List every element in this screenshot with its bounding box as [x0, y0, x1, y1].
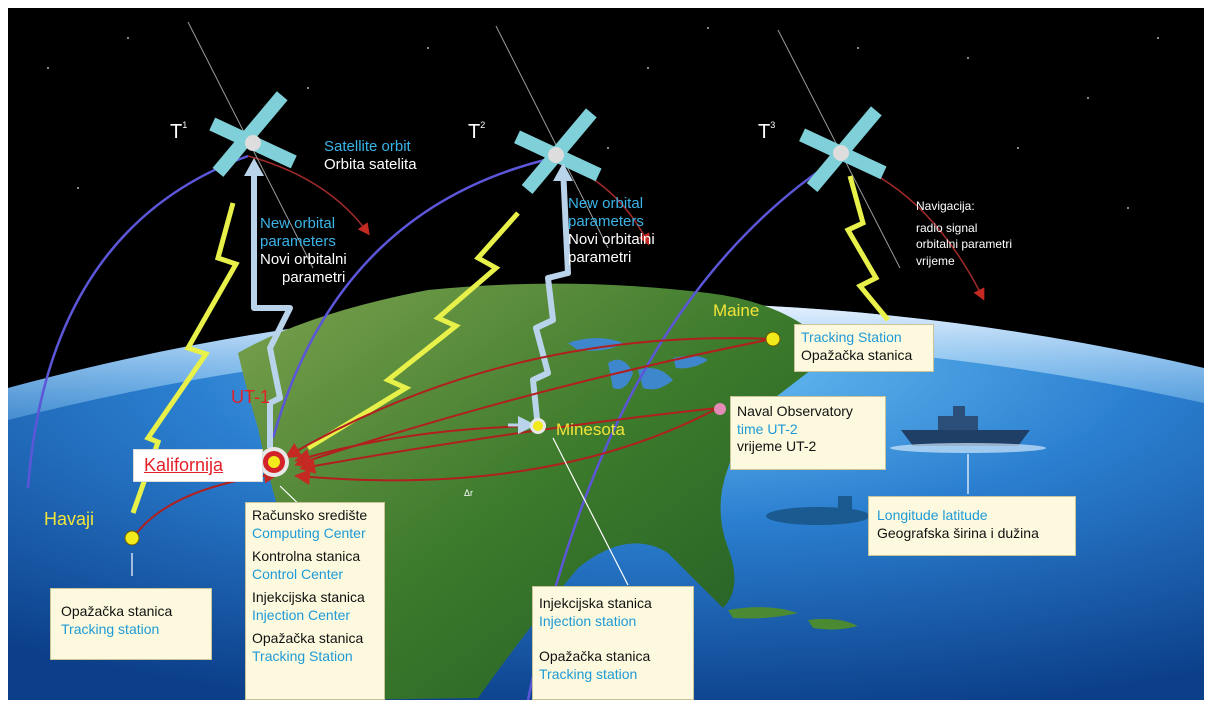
minesota-label: Minesota	[556, 420, 625, 439]
station-california	[259, 447, 289, 477]
uplink-arrows	[251, 163, 571, 448]
stars	[47, 27, 1159, 209]
maine-label: Maine	[713, 301, 760, 320]
caribbean-islands	[728, 607, 858, 630]
california-center-box: Računsko središte Computing Center Kontr…	[245, 502, 385, 700]
naval-observatory-box: Naval Observatory time UT-2 vrijeme UT-2	[730, 396, 886, 470]
ship-coordinates-box: Longitude latitude Geografska širina i d…	[868, 496, 1076, 556]
station-hawaii	[124, 530, 140, 546]
new-orbital-parameters-1: New orbital parameters Novi orbitalni pa…	[260, 215, 347, 286]
satellite-label-t1: T1	[170, 120, 188, 143]
navigation-legend: Navigacija: radio signal orbitalni param…	[916, 199, 1013, 268]
station-naval-observatory	[714, 403, 726, 415]
great-lakes	[568, 338, 708, 390]
ship	[890, 406, 1046, 453]
kalifornija-label-box: Kalifornija	[133, 449, 263, 482]
satellite-t3	[777, 29, 901, 269]
submarine	[766, 496, 870, 525]
new-orbital-parameters-2: New orbital parameters Novi orbitalni pa…	[568, 195, 655, 266]
delta-r-label: Δr	[464, 488, 474, 498]
station-minesota	[530, 418, 546, 434]
satellite-t1	[187, 21, 314, 269]
ut1-label: UT-1	[231, 387, 271, 407]
havaji-label: Havaji	[44, 509, 95, 529]
navigation-beams	[130, 175, 890, 514]
maine-tracking-box: Tracking Station Opažačka stanica	[794, 324, 934, 372]
gps-diagram-scene: T1 T2 T3 Satellite orbit Orbita satelita…	[8, 8, 1204, 700]
havaji-tracking-box: Opažačka stanica Tracking station	[50, 588, 212, 660]
satellite-orbit-label: Satellite orbit Orbita satelita	[324, 138, 417, 173]
minesota-injection-box: Injekcijska stanica Injection station Op…	[532, 586, 694, 700]
satellite-label-t3: T3	[758, 120, 776, 143]
station-maine	[765, 331, 781, 347]
satellite-label-t2: T2	[468, 120, 486, 143]
satellite-t2	[495, 25, 609, 249]
